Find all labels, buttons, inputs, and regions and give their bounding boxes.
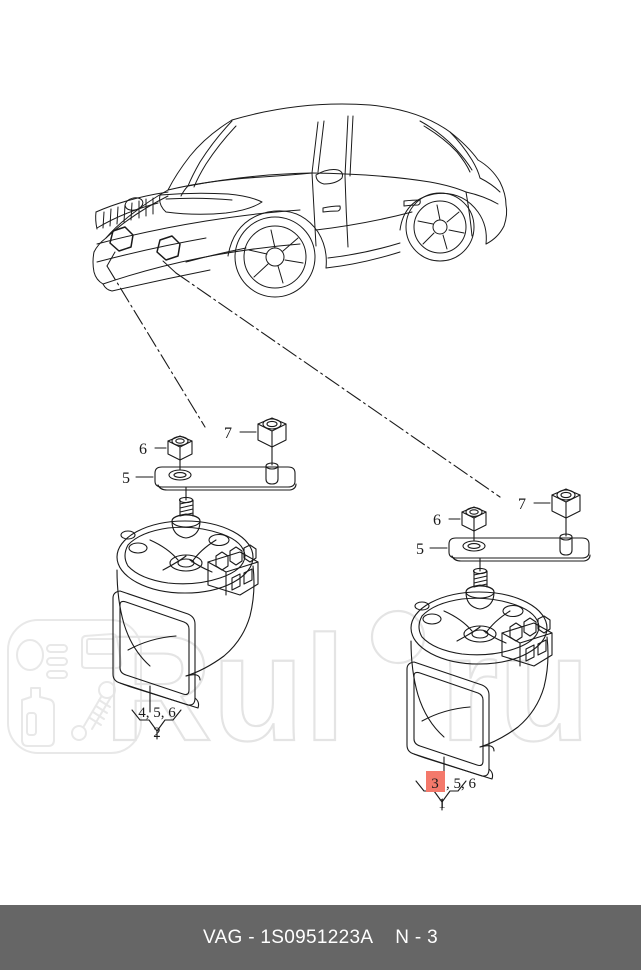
labels-right: 7 6 5 3 , 5, 6 1 xyxy=(416,496,526,812)
vehicle-illustration xyxy=(92,103,508,298)
mounting-bracket-5-right xyxy=(448,537,591,562)
headlight-bar-3 xyxy=(46,670,68,679)
headlight-icon xyxy=(16,639,44,671)
rear-wheel-spokes xyxy=(417,204,465,250)
oil-bottle-label xyxy=(26,712,37,736)
shock-absorber-icon xyxy=(71,681,116,741)
label-nut-6-left: 6 xyxy=(139,441,147,458)
headlight-bar-1 xyxy=(46,644,68,653)
horn-connector-right xyxy=(501,615,553,667)
hex-nut-6-left xyxy=(167,435,193,461)
hex-nut-7-right xyxy=(551,488,581,519)
headlight-bar-2 xyxy=(46,657,68,666)
group-bracket-right xyxy=(415,780,467,811)
footer-content: VAG - 1S0951223A N - 3 xyxy=(203,927,438,949)
horn-location-right-marker xyxy=(156,235,181,261)
footer-part-number: VAG - 1S0951223A xyxy=(203,926,374,948)
labels-left: 7 6 5 4, 5, 6 2 xyxy=(122,425,232,741)
mounting-bracket-5-left xyxy=(154,466,297,491)
label-nut-7-left: 7 xyxy=(224,425,232,442)
horn-location-left-marker xyxy=(109,226,134,252)
horn-connector-left xyxy=(207,544,259,596)
front-wheel-spokes xyxy=(248,229,304,284)
label-group-right-rest: , 5, 6 xyxy=(446,776,477,792)
label-nut-6-right: 6 xyxy=(433,512,441,529)
label-bracket-5-left: 5 xyxy=(122,470,130,487)
label-nut-7-right: 7 xyxy=(518,496,526,513)
hex-nut-7-left xyxy=(257,417,287,448)
label-bracket-5-right: 5 xyxy=(416,541,424,558)
group-bracket-left xyxy=(131,709,182,740)
footer-bar: VAG - 1S0951223A N - 3 xyxy=(0,905,641,970)
horn-left xyxy=(112,496,259,709)
svg-text:Rul: Rul xyxy=(104,604,346,772)
car-door-icon xyxy=(81,633,123,669)
oil-bottle-icon xyxy=(21,687,55,747)
label-assembly-left: 2 xyxy=(153,725,161,741)
watermark-logo xyxy=(7,619,142,754)
horn-assembly-right xyxy=(406,488,591,811)
leader-line-right xyxy=(175,272,501,498)
horn-right xyxy=(406,567,553,780)
label-group-right-highlighted: 3 xyxy=(431,776,439,792)
label-assembly-right: 1 xyxy=(438,796,446,812)
highlight-box xyxy=(426,771,445,792)
label-group-left: 4, 5, 6 xyxy=(138,705,176,721)
leader-line-left xyxy=(106,265,206,428)
car-door-window xyxy=(86,638,115,655)
hex-nut-6-right xyxy=(461,506,487,532)
horn-assembly-left xyxy=(112,417,297,740)
footer-page-label: N - 3 xyxy=(395,926,438,948)
